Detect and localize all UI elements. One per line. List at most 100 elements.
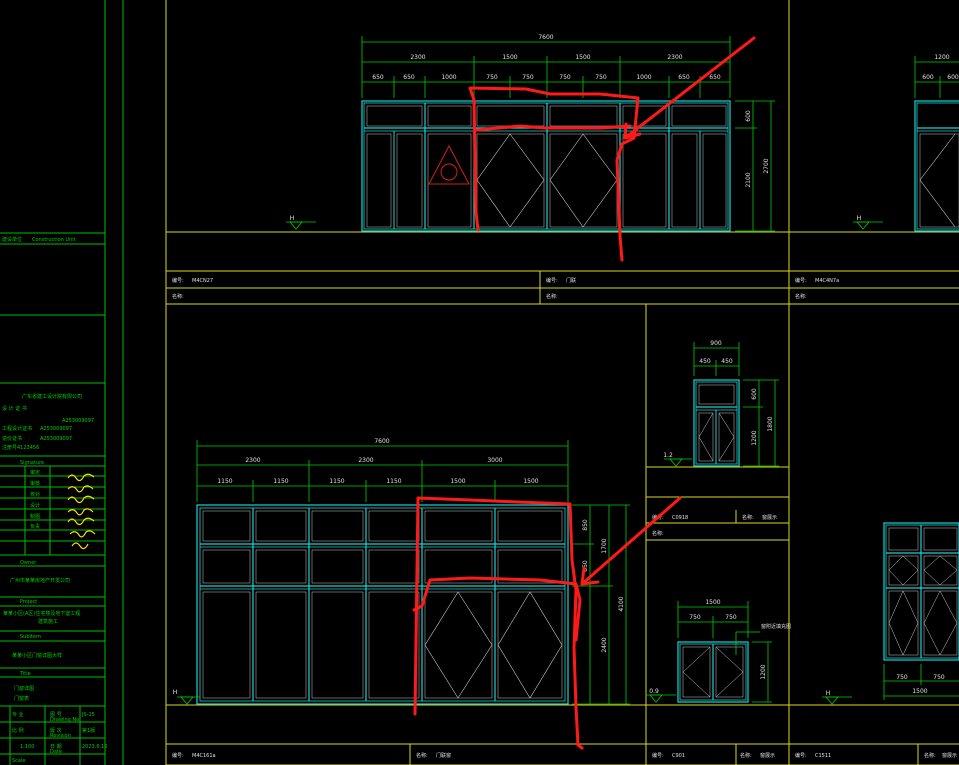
label-r1-1: 编号: xyxy=(172,277,184,284)
level-e-a: H xyxy=(857,215,862,222)
tb-field-1b: 图 号 xyxy=(50,712,62,718)
tb-cert3: A253009097 xyxy=(40,436,72,442)
dim-a-r2: 2100 xyxy=(745,172,752,187)
tb-owner-label: Owner xyxy=(20,560,37,566)
dim-c-s1: 450 xyxy=(699,358,711,365)
level-e-b: H xyxy=(826,690,831,697)
label-r2-code2: C901 xyxy=(672,753,685,759)
dim-a-total: 7600 xyxy=(538,34,553,41)
level-b: H xyxy=(173,689,178,696)
dim-b-s2: 1150 xyxy=(273,478,288,485)
label-r2-7: 名称: xyxy=(740,752,752,759)
tb-title1: 门窗详图 xyxy=(14,685,34,692)
elevation-a-dimensions xyxy=(286,36,775,232)
dim-a-s3: 1000 xyxy=(441,74,456,81)
label-r2-name2: 窗展示 xyxy=(760,752,775,759)
label-r2-9: 编号: xyxy=(795,752,807,759)
markup-top-outer xyxy=(468,86,640,262)
tb-field-1c: JS-15 xyxy=(81,712,95,718)
dim-b-r1: 850 xyxy=(582,519,589,531)
dim-b-r2: 850 xyxy=(582,560,589,572)
elevation-c-frame xyxy=(693,379,740,467)
dim-b-r4: 2400 xyxy=(601,637,608,652)
markup-bottom-arrow xyxy=(580,496,682,586)
dim-a-s8: 1000 xyxy=(636,74,651,81)
label-r1-sub3: 名称: xyxy=(795,293,807,300)
title-block-text: 建设单位 Construction Unit 广东省建工设计院有限公司 设 计 … xyxy=(2,236,107,764)
markup-top-inner xyxy=(475,124,632,132)
elevation-b-dimensions xyxy=(177,440,630,705)
dim-a-s10: 650 xyxy=(709,74,721,81)
tb-subitem: 某某小区门窗详图大样 xyxy=(12,652,62,659)
sheet-frame-lines xyxy=(165,0,959,765)
tb-subitem-label: Subitem xyxy=(20,634,41,640)
dim-a-s5: 750 xyxy=(522,74,534,81)
label-c-code: C0918 xyxy=(672,515,688,521)
dim-d-r1: 1200 xyxy=(760,664,767,679)
dim-e-s2: 600 xyxy=(947,74,959,81)
signature-scribbles xyxy=(67,473,96,550)
dim-c-s2: 450 xyxy=(721,358,733,365)
markup-bottom-outer xyxy=(413,496,584,750)
tb-field-en-date: Date xyxy=(50,749,62,755)
elevation-e-bottom-frame xyxy=(822,522,959,705)
dim-b-mid-3: 3000 xyxy=(487,457,502,464)
dim-b-mid-2: 2300 xyxy=(358,457,373,464)
tb-project: 某某小区(A区)住宅楼及地下室工程 xyxy=(3,610,80,617)
label-r2-name3: 窗展示 xyxy=(942,752,957,759)
tb-cert-label2: 工程设计证书 xyxy=(2,425,32,432)
dim-a-s9: 650 xyxy=(678,74,690,81)
label-r2-5: 编号: xyxy=(652,752,664,759)
dim-a-mid-2: 1500 xyxy=(502,54,517,61)
tb-project-sub: 建筑施工 xyxy=(38,618,58,625)
label-r1-code2: 门联 xyxy=(566,277,576,284)
dim-e-top: 1200 xyxy=(934,54,949,61)
tb-field-2a: 比 例 xyxy=(12,727,24,734)
tb-field-3b: 日 期 xyxy=(50,744,62,750)
markup-top-arrow xyxy=(623,36,756,140)
label-c-name: 窗展示 xyxy=(762,514,777,521)
dim-d-total: 1500 xyxy=(705,599,720,606)
dim-c-r2: 1200 xyxy=(751,430,758,445)
elevation-c-dimensions xyxy=(664,342,779,467)
tb-field-en-drawing: Drawing No. xyxy=(50,717,81,723)
dim-e-b3: 1500 xyxy=(912,688,927,695)
elevation-b-dim-text: 7600 2300 2300 3000 1150 1150 1150 1150 … xyxy=(173,438,625,696)
tb-role-6: 负责 xyxy=(30,523,40,530)
tb-field-3c: 2023.6.16 xyxy=(82,744,107,750)
label-r1-5: 编号: xyxy=(795,277,807,284)
dim-a-s4: 750 xyxy=(486,74,498,81)
elevation-a-dim-text: 7600 2300 1500 1500 2300 650 650 1000 75… xyxy=(290,34,770,222)
elevation-d-dim-text: 1500 750 750 1200 0.9 窗附近填充图 xyxy=(649,599,791,695)
label-r2-1: 编号: xyxy=(172,752,184,759)
tb-field-2c: 第1版 xyxy=(82,727,95,734)
tb-cert1: A253009097 xyxy=(62,418,94,424)
label-r1-3: 编号: xyxy=(546,277,558,284)
tb-field-2b: 版 次 xyxy=(50,727,62,734)
label-r2-code3: C1511 xyxy=(815,753,831,759)
label-r1-sub2: 名称: xyxy=(546,293,558,300)
label-r2-3: 名称: xyxy=(416,752,428,759)
elevation-d-dimensions xyxy=(646,601,772,703)
tb-field-3a: 1:100 xyxy=(20,744,34,750)
dim-a-s2: 650 xyxy=(403,74,415,81)
tb-project-label: Project xyxy=(20,599,37,605)
dim-e-b1: 750 xyxy=(896,674,908,681)
elevation-e-top-frame xyxy=(853,56,959,232)
tb-cert2: A253009097 xyxy=(40,426,72,432)
elevation-b-frame xyxy=(196,504,569,705)
dim-a-r1: 600 xyxy=(745,110,752,122)
dim-b-s1: 1150 xyxy=(217,478,232,485)
tb-cert-label3: 造价证书 xyxy=(2,435,22,442)
tb-role-3: 校对 xyxy=(30,491,40,498)
level-a: H xyxy=(290,215,295,222)
dim-b-mid-1: 2300 xyxy=(245,457,260,464)
tb-title-label: Title xyxy=(19,671,31,677)
label-r1-code3: M4C4N7a xyxy=(815,278,839,284)
label-c-5: 名称: xyxy=(652,530,664,537)
note-d: 窗附近填充图 xyxy=(761,623,791,630)
dim-a-mid-4: 2300 xyxy=(667,54,682,61)
dim-b-total: 7600 xyxy=(374,438,389,445)
